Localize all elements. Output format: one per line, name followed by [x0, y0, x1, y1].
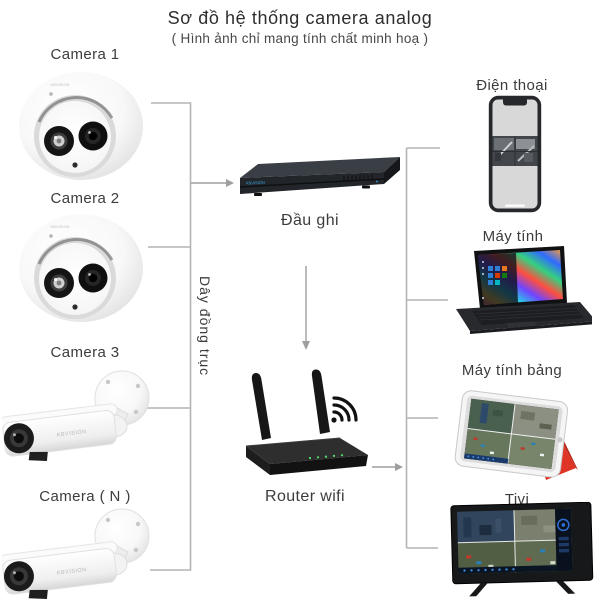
device-bus-lines [405, 147, 448, 549]
bullet-camera-icon: KBVISION [2, 370, 150, 462]
phone-icon [488, 95, 542, 213]
coaxial-cable-label: Dây đồng trục [197, 276, 213, 377]
svg-text:KBVISION: KBVISION [57, 429, 87, 439]
svg-text:KBVISION: KBVISION [51, 224, 70, 229]
camera2-label: Camera 2 [50, 190, 120, 207]
camera1-label: Camera 1 [50, 46, 120, 63]
camera3-label: Camera 3 [50, 344, 120, 361]
dvr-icon: KBVISION [239, 157, 400, 196]
router-label: Router wifi [265, 488, 345, 505]
camera-bus-lines [140, 102, 192, 571]
cameraN-label: Camera ( N ) [39, 488, 131, 505]
flow-arrows [191, 179, 403, 471]
laptop-label: Máy tính [482, 228, 544, 245]
page-subtitle: ( Hình ảnh chỉ mang tính chất minh hoạ ) [171, 31, 429, 46]
dvr-label: Đầu ghi [281, 212, 339, 229]
dome-camera-icon: KBVISION [19, 72, 143, 180]
svg-text:KBVISION: KBVISION [57, 567, 87, 577]
bullet-camera-icon: KBVISION [2, 508, 150, 600]
laptop-icon [456, 246, 592, 334]
page-title: Sơ đồ hệ thống camera analog [167, 8, 433, 28]
tv-icon [450, 502, 594, 597]
phone-label: Điện thoại [476, 77, 548, 94]
svg-text:KBVISION: KBVISION [51, 82, 70, 87]
tablet-icon [454, 390, 578, 480]
router-icon [245, 369, 368, 475]
wifi-signal-icon [332, 396, 358, 422]
tablet-label: Máy tính bảng [461, 362, 563, 379]
svg-text:KBVISION: KBVISION [246, 180, 265, 186]
dome-camera-icon: KBVISION [19, 214, 143, 322]
